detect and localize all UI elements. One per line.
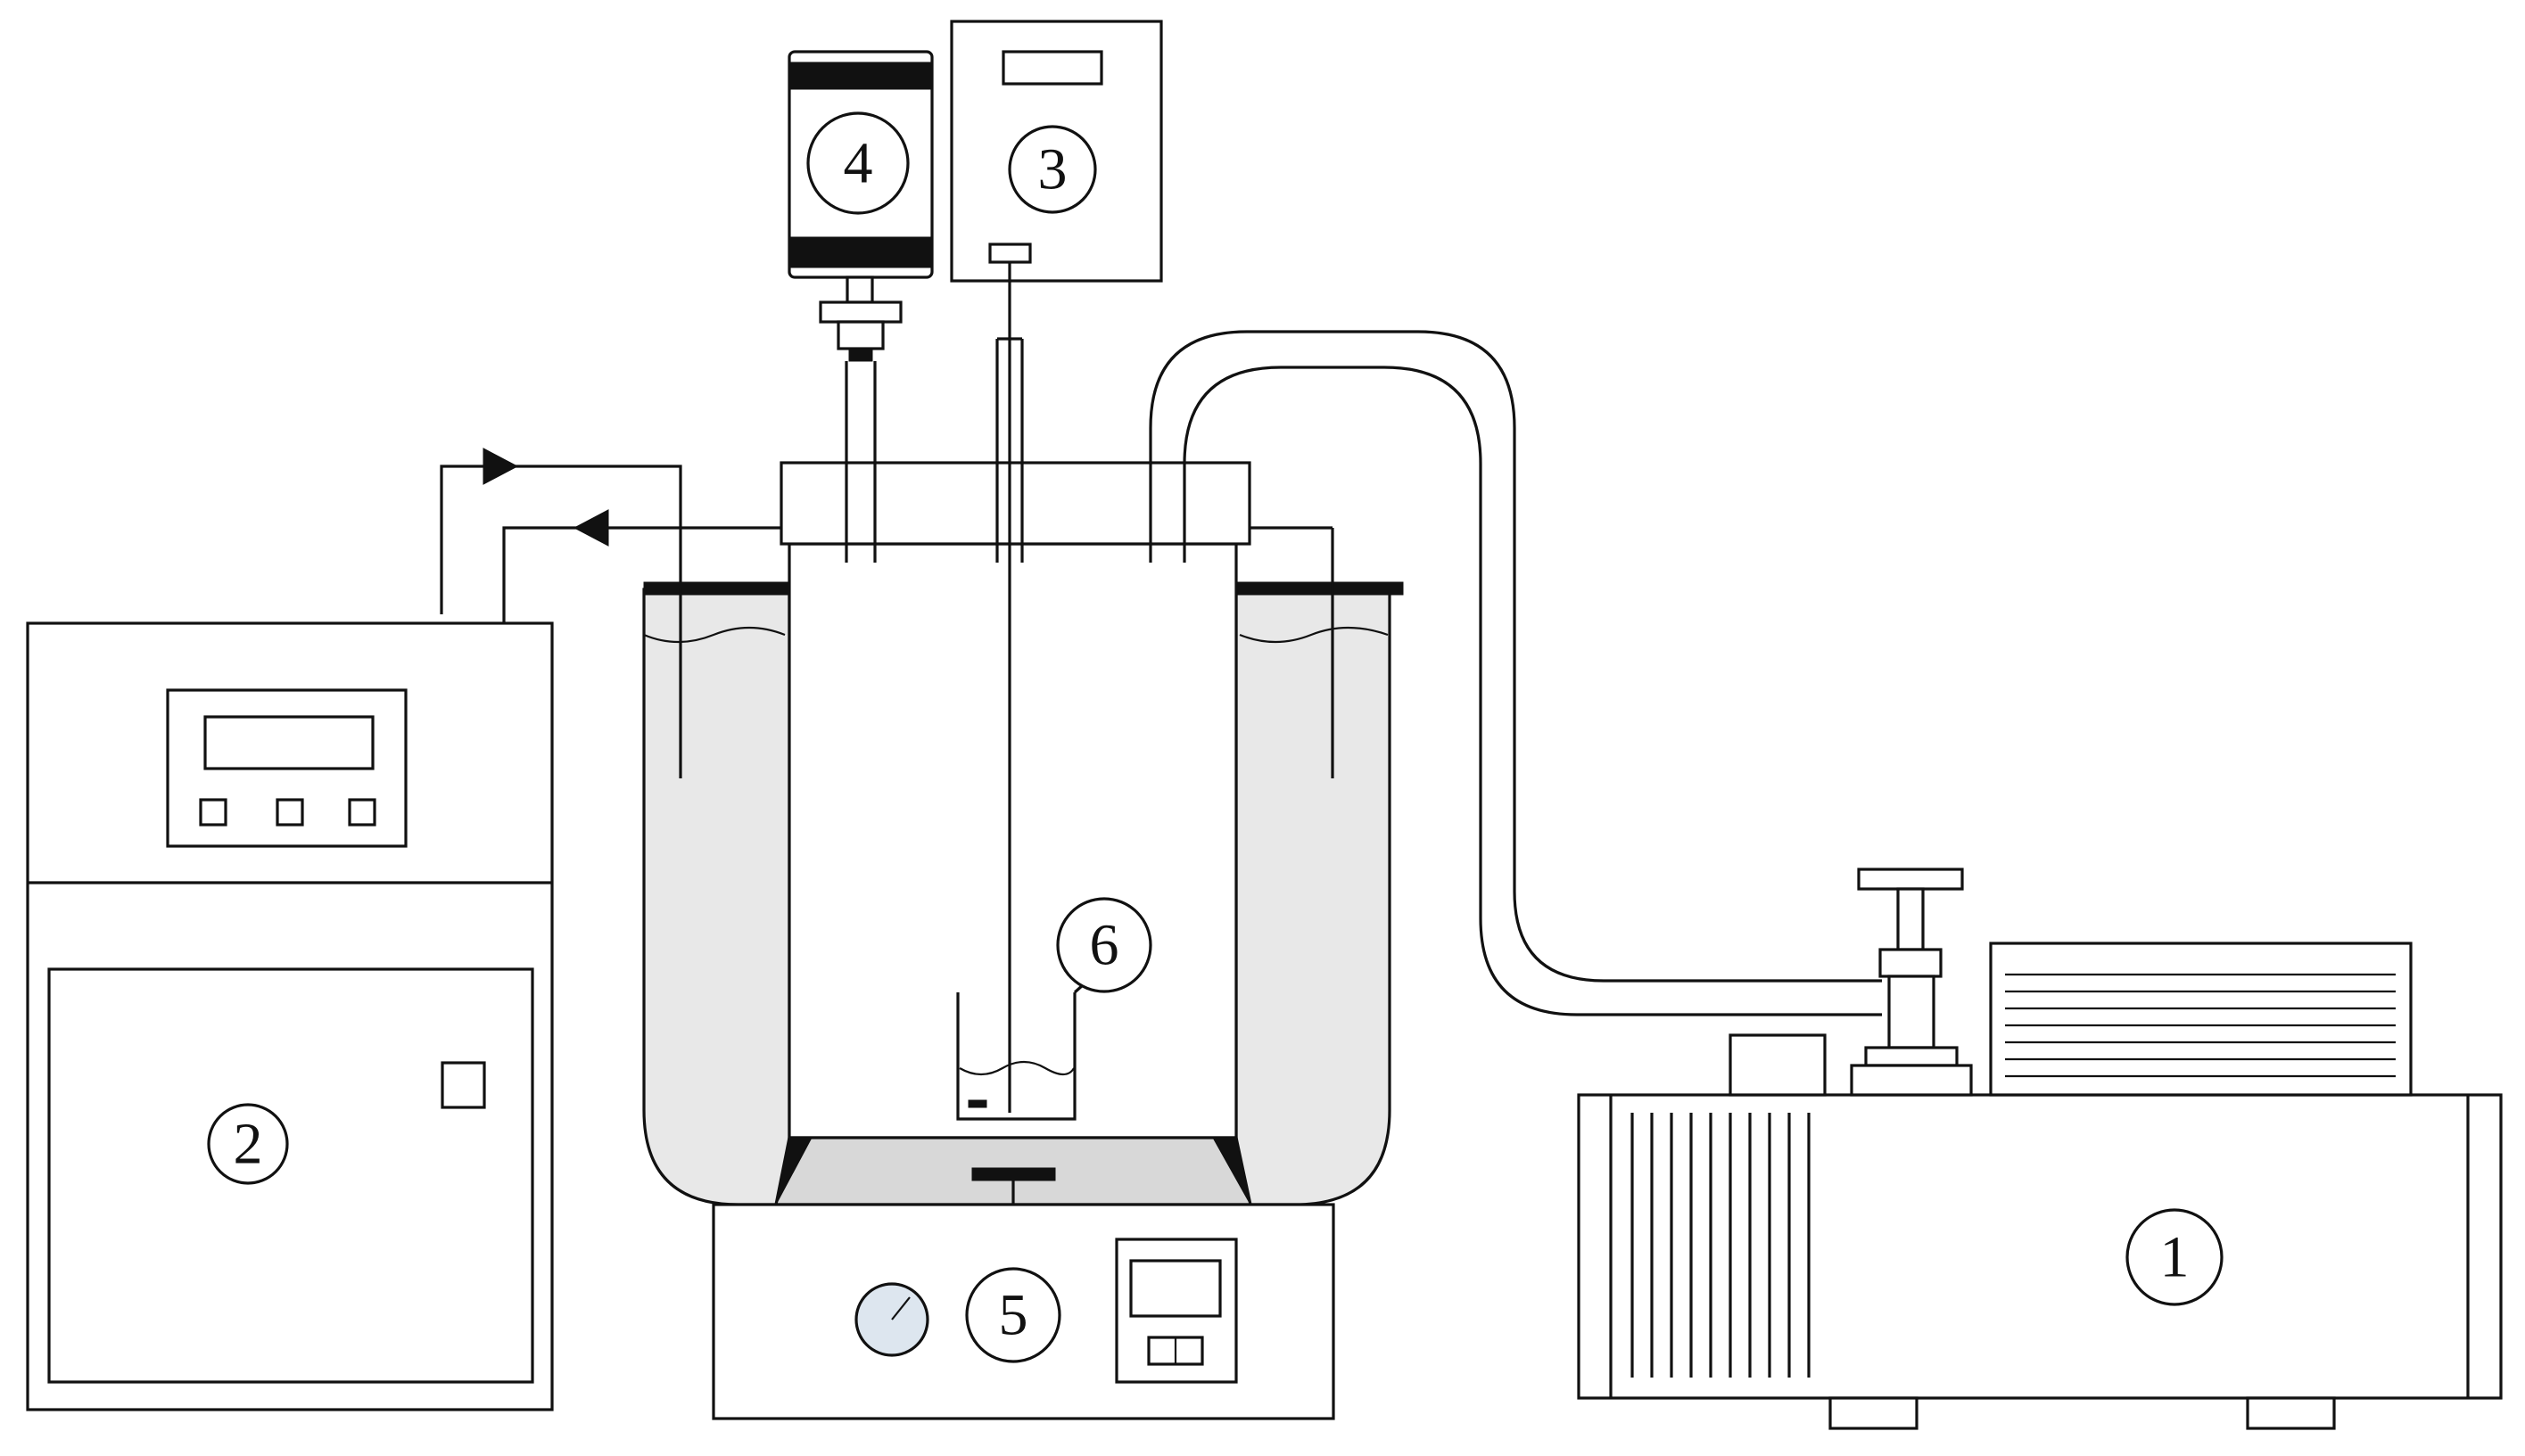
- readout-display: [1002, 50, 1103, 86]
- reactor-lid: [780, 461, 1251, 546]
- svg-text:4: 4: [844, 131, 873, 196]
- svg-text:3: 3: [1038, 137, 1068, 202]
- stir-bar: [971, 1167, 1056, 1181]
- flow-arrow-left: [573, 509, 609, 547]
- controller-button-2: [276, 798, 304, 827]
- stirrer-display: [1129, 1259, 1222, 1318]
- controller-button-1: [199, 798, 227, 827]
- svg-text:1: 1: [2160, 1225, 2190, 1290]
- circulation-lines: [440, 448, 783, 778]
- label-4: 4: [806, 111, 910, 215]
- label-5: 5: [965, 1267, 1061, 1363]
- controller-door: [47, 967, 534, 1384]
- flow-arrow-right: [483, 448, 519, 485]
- label-3: 3: [1008, 125, 1097, 214]
- controller-knob: [441, 1061, 486, 1109]
- controller-button-3: [348, 798, 376, 827]
- pump-motor-fins: [2005, 973, 2396, 1078]
- left-controller-unit: [26, 621, 554, 1411]
- controller-display: [203, 715, 375, 770]
- svg-text:5: 5: [999, 1283, 1028, 1348]
- pump-valve-handle: [1857, 868, 1964, 891]
- label-2: 2: [207, 1103, 289, 1185]
- pump-vent-grille: [1630, 1113, 1811, 1378]
- svg-text:6: 6: [1090, 913, 1119, 978]
- water-bath: [642, 526, 1404, 1206]
- label-6: 6: [1056, 897, 1152, 993]
- vacuum-hose: [1149, 330, 1882, 1016]
- label-1: 1: [2125, 1208, 2224, 1306]
- vacuum-pump: [1577, 868, 2503, 1430]
- reactor-vessel: [780, 461, 1251, 1139]
- svg-text:2: 2: [234, 1112, 263, 1177]
